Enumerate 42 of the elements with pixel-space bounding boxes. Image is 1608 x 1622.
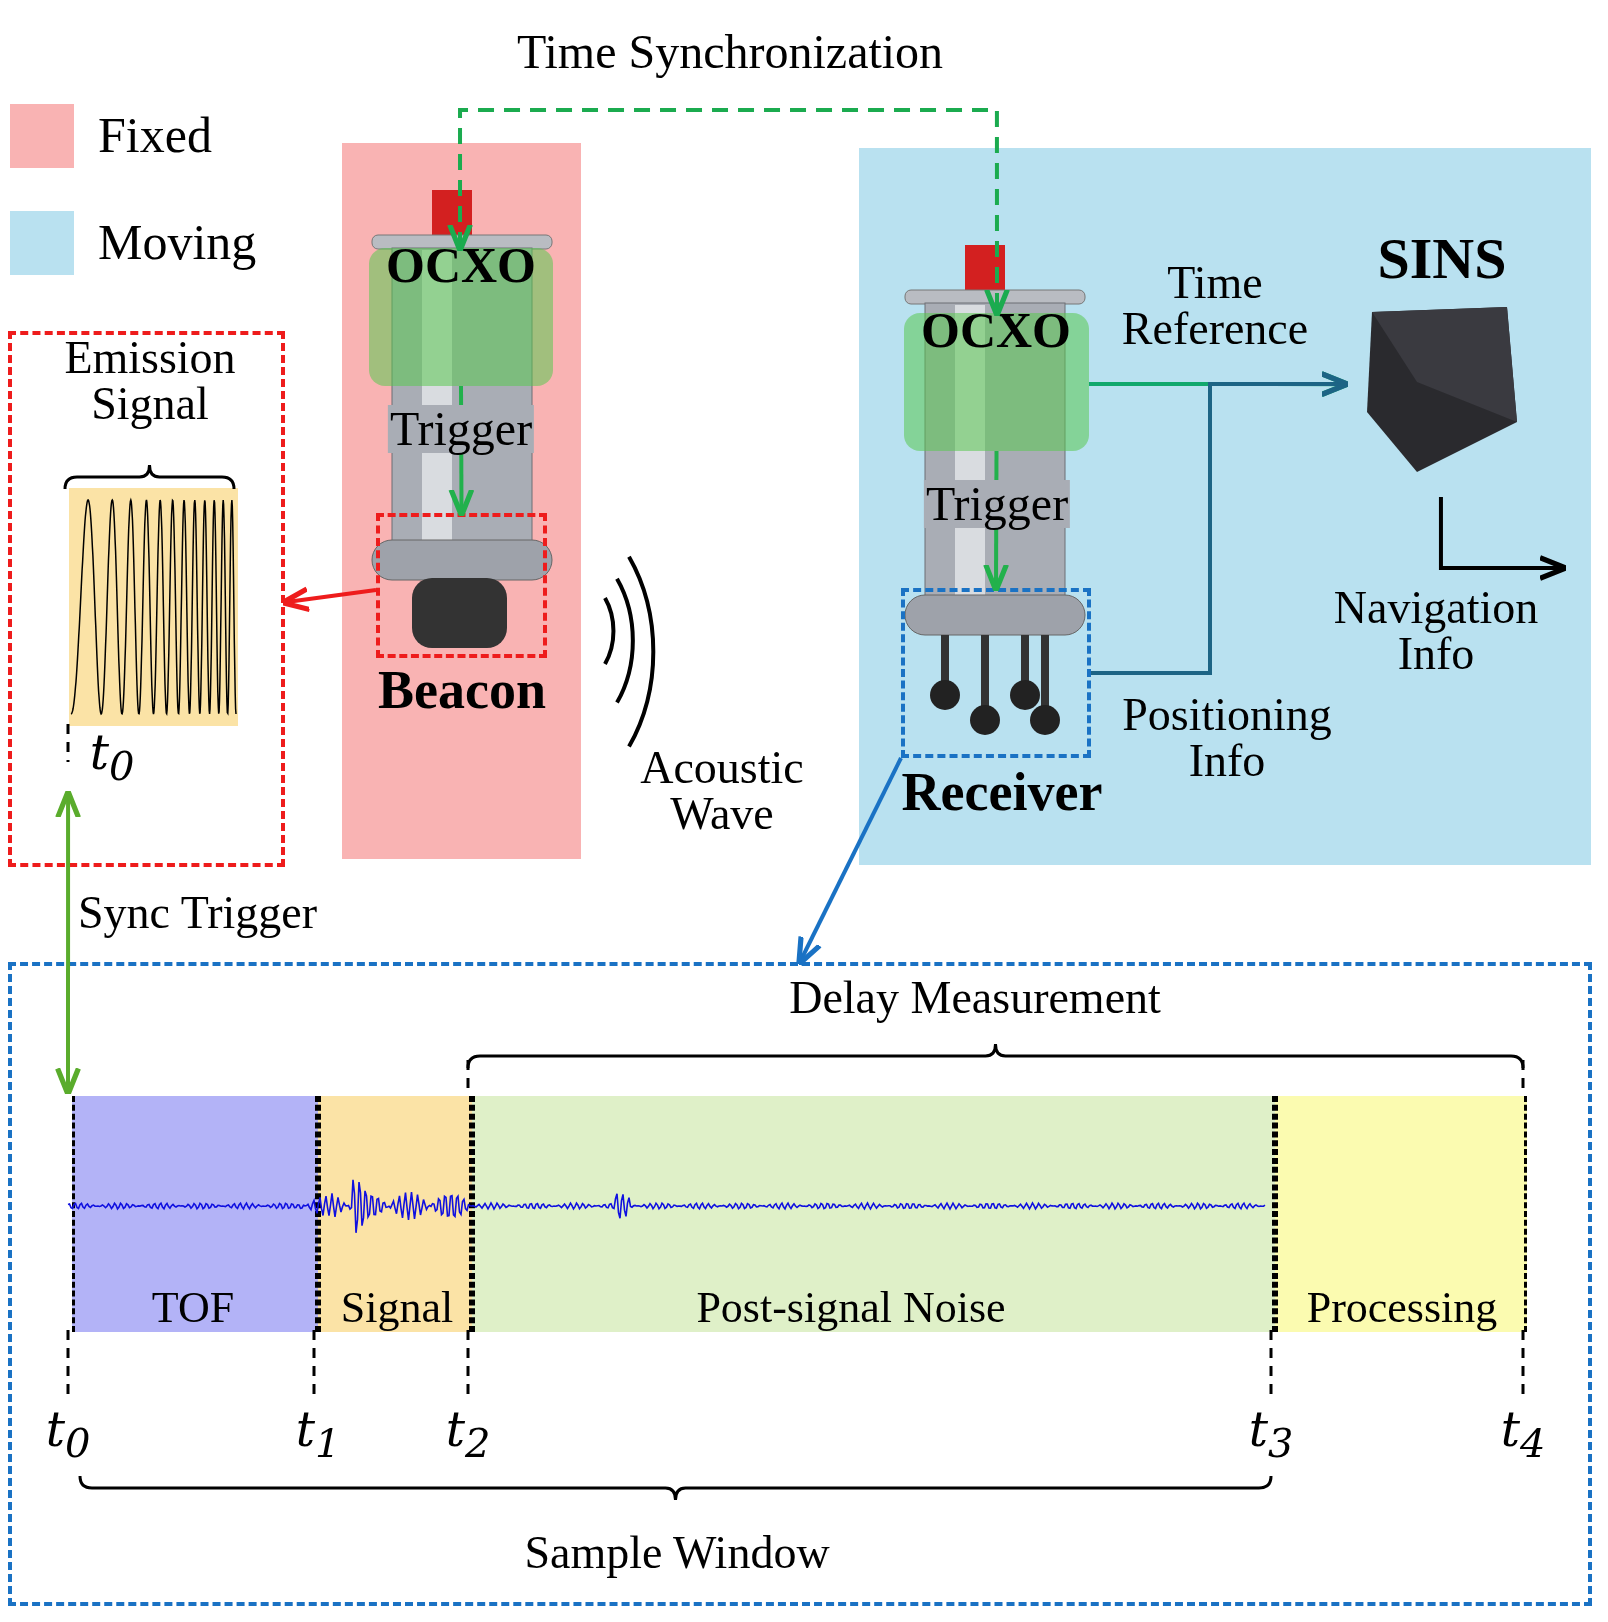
oscillator-board xyxy=(369,248,553,386)
arrow xyxy=(796,757,903,967)
arrow xyxy=(447,108,1011,319)
node-title: Beacon xyxy=(378,663,546,717)
edge-label: Navigation Info xyxy=(1332,585,1540,677)
segment-band xyxy=(472,1096,1275,1332)
arrow xyxy=(1091,371,1351,675)
timeline-panel xyxy=(8,962,1592,1606)
time-mark: t$_{0}$ xyxy=(45,1405,91,1463)
segment-label: Signal xyxy=(340,1286,454,1330)
edge-label: Time Synchronization xyxy=(516,28,944,76)
label: Acoustic Wave xyxy=(639,745,805,837)
segment-band xyxy=(1275,1096,1527,1332)
segment-band xyxy=(318,1096,472,1332)
node-title: SINS xyxy=(1377,230,1507,288)
edge-label: Time Reference xyxy=(1120,260,1310,352)
segment-label: Processing xyxy=(1306,1286,1498,1330)
oscillator-board xyxy=(904,313,1089,451)
edge-label: Trigger xyxy=(923,480,1071,528)
segment-label: Post-signal Noise xyxy=(696,1286,1006,1330)
signal-panel xyxy=(8,331,285,867)
edge-label: Trigger xyxy=(387,405,535,453)
bracket-label: Delay Measurement xyxy=(789,975,1161,1021)
arrow xyxy=(1438,497,1569,581)
time-mark: t$_{4}$ xyxy=(1500,1405,1546,1463)
node-title: OCXO xyxy=(921,305,1071,355)
bracket-label: Sample Window xyxy=(524,1530,830,1576)
segment-band xyxy=(72,1096,318,1332)
segment-label: TOF xyxy=(151,1286,235,1330)
time-mark: t$_{1}$ xyxy=(295,1405,341,1463)
chirp-plot xyxy=(69,488,238,726)
edge-label: Sync Trigger xyxy=(78,890,317,936)
node-title: OCXO xyxy=(386,240,536,290)
time-mark: t$_{0}$ xyxy=(89,728,135,786)
time-mark: t$_{3}$ xyxy=(1248,1405,1294,1463)
legend-label: Fixed xyxy=(98,110,212,160)
fixed-panel xyxy=(342,143,581,859)
node-title: Receiver xyxy=(901,765,1103,819)
time-mark: t$_{2}$ xyxy=(445,1405,491,1463)
edge-label: Positioning Info xyxy=(1121,692,1333,784)
moving-panel xyxy=(859,148,1591,865)
node-title: Emission Signal xyxy=(63,335,237,427)
